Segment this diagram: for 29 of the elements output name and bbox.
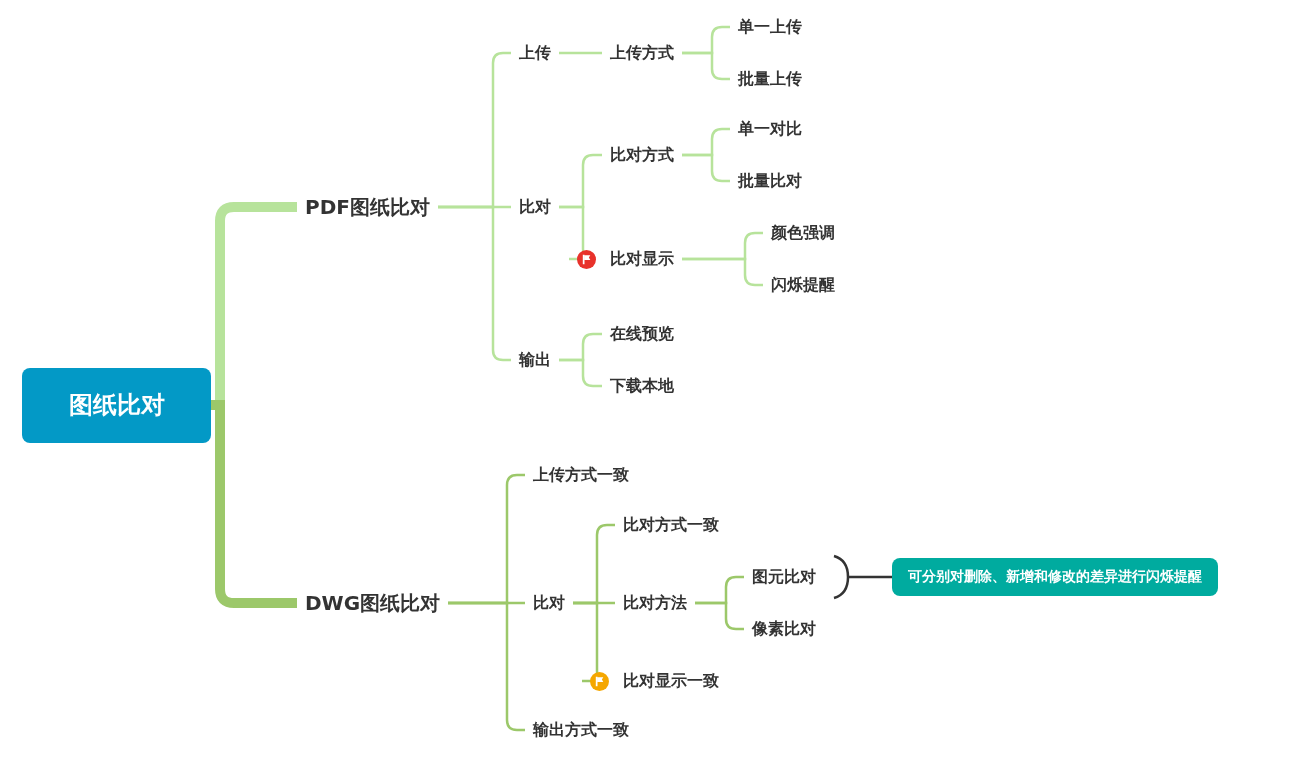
topic-label: 在线预览 xyxy=(610,323,674,345)
topic-label: PDF图纸比对 xyxy=(305,193,430,221)
topic-label: 批量上传 xyxy=(738,68,802,90)
branch-line xyxy=(559,51,602,55)
topic-label: 输出方式一致 xyxy=(533,719,629,741)
topic-label: 单一对比 xyxy=(738,118,802,140)
topic-label: 比对显示一致 xyxy=(623,670,719,692)
topic-label: DWG图纸比对 xyxy=(305,589,441,617)
topic-label: 比对方法 xyxy=(623,592,687,614)
topic-label: 输出 xyxy=(519,349,551,371)
topic-label: 单一上传 xyxy=(738,16,802,38)
note-box: 可分别对删除、新增和修改的差异进行闪烁提醒 xyxy=(892,558,1218,596)
topic-label: 上传方式一致 xyxy=(533,464,629,486)
branch-line xyxy=(211,400,297,608)
topic-label: 批量比对 xyxy=(738,170,802,192)
topic-label: 颜色强调 xyxy=(771,222,835,244)
topic-label: 比对 xyxy=(533,592,565,614)
topic-label: 比对方式一致 xyxy=(623,514,719,536)
callout-bracket xyxy=(832,554,892,600)
topic-label: 上传 xyxy=(519,42,551,64)
topic-label: 比对方式 xyxy=(610,144,674,166)
topic-label: 闪烁提醒 xyxy=(771,274,835,296)
topic-label: 比对显示 xyxy=(610,248,674,270)
topic-label: 下载本地 xyxy=(610,375,674,397)
topic-label: 图元比对 xyxy=(752,566,816,588)
topic-label: 上传方式 xyxy=(610,42,674,64)
topic-label: 比对 xyxy=(519,196,551,218)
topic-label: 像素比对 xyxy=(752,618,816,640)
root-topic-box: 图纸比对 xyxy=(22,367,211,443)
